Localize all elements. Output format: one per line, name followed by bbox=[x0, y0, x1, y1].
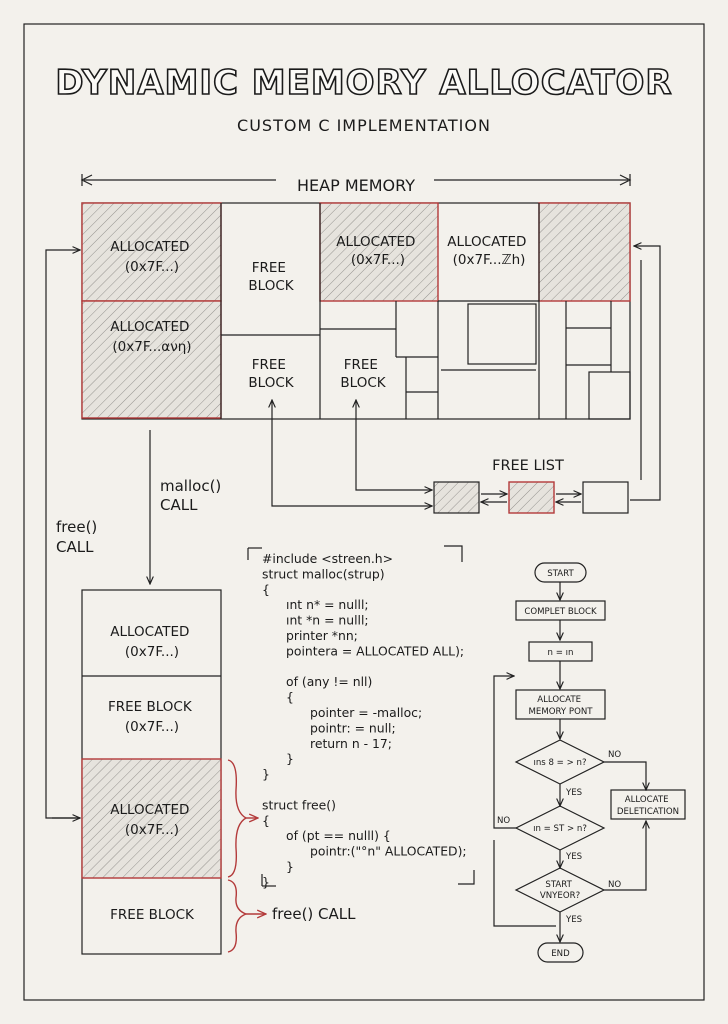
code-line: } bbox=[286, 751, 294, 766]
heap-memory-label: HEAP MEMORY bbox=[297, 176, 415, 195]
code-line: struct free() bbox=[262, 797, 336, 812]
free-list-links bbox=[272, 246, 661, 506]
code-line: } bbox=[262, 874, 270, 889]
free-call-bottom-label: free() CALL bbox=[272, 905, 356, 923]
code-bracket-marks bbox=[247, 545, 475, 887]
svg-text:ın = ST > n?: ın = ST > n? bbox=[533, 824, 587, 834]
code-line: { bbox=[262, 813, 270, 828]
svg-text:START VNYEOR?: START VNYEOR? bbox=[540, 880, 580, 901]
heap-free-3-label: FREE BLOCK bbox=[340, 357, 386, 391]
code-line: pointera = ALLOCATED ALL); bbox=[286, 643, 464, 658]
svg-text:NO: NO bbox=[608, 750, 621, 760]
free-list-label: FREE LIST bbox=[492, 458, 564, 474]
code-line: #include <streen.h> bbox=[262, 551, 393, 566]
page-border bbox=[23, 23, 705, 1001]
stack-block-2-label: FREE BLOCK (0x7F...) bbox=[108, 699, 196, 735]
code-line: ınt *n = nulll; bbox=[286, 613, 369, 628]
heap-allocated-block-5 bbox=[539, 203, 630, 301]
svg-text:YES: YES bbox=[565, 915, 582, 925]
heap-allocated-block-1 bbox=[82, 203, 221, 301]
stack-block-4-label: FREE BLOCK bbox=[110, 907, 195, 923]
heap-allocated-4-label: ALLOCATED (0x7F...ℤh) bbox=[447, 234, 531, 268]
left-free-path bbox=[45, 250, 80, 818]
svg-text:ALLOCATE DELETICATION: ALLOCATE DELETICATION bbox=[617, 795, 679, 817]
heap-allocated-block-3 bbox=[320, 203, 438, 301]
code-line: of (any != nll) bbox=[286, 674, 372, 689]
code-line: { bbox=[262, 582, 270, 597]
code-line: of (pt == nulll) { bbox=[286, 828, 391, 843]
code-line: return n - 17; bbox=[310, 736, 392, 751]
page-subtitle: CUSTOM C IMPLEMENTATION bbox=[237, 116, 491, 135]
flow-decision-3 bbox=[514, 867, 606, 913]
code-line: struct malloc(strup) bbox=[262, 566, 385, 581]
code-line: } bbox=[262, 767, 270, 782]
code-line: pointr:("°n" ALLOCATED); bbox=[310, 844, 467, 859]
code-block: #include <streen.h>struct malloc(strup){… bbox=[262, 551, 467, 889]
malloc-call-label: malloc() CALL bbox=[160, 477, 226, 514]
code-line: { bbox=[286, 690, 294, 705]
svg-text:COMPLET BLOCK: COMPLET BLOCK bbox=[524, 607, 597, 617]
code-line: } bbox=[286, 859, 294, 874]
heap-free-2-label: FREE BLOCK bbox=[248, 357, 294, 391]
free-list-node-1 bbox=[434, 482, 479, 513]
heap-dimension-arrow bbox=[80, 174, 632, 186]
svg-text:NO: NO bbox=[497, 816, 510, 826]
heap-grid bbox=[220, 203, 631, 420]
free-list-node-2 bbox=[509, 482, 554, 513]
red-braces bbox=[227, 759, 266, 953]
flow-end bbox=[537, 942, 584, 963]
stack-block-1-label: ALLOCATED (0x7F...) bbox=[110, 624, 194, 660]
code-line: printer *nn; bbox=[286, 628, 358, 643]
page-title: DYNAMIC MEMORY ALLOCATOR bbox=[55, 63, 672, 103]
svg-text:ALLOCATE MEMORY PONT: ALLOCATE MEMORY PONT bbox=[528, 695, 593, 717]
stack-allocated-hatched bbox=[82, 759, 221, 878]
free-call-label: free() CALL bbox=[56, 518, 102, 556]
svg-text:ıns 8 = > n?: ıns 8 = > n? bbox=[533, 758, 586, 768]
code-line: pointr: = null; bbox=[310, 720, 396, 735]
stack-block-3-label: ALLOCATED (0x7F...) bbox=[110, 802, 194, 838]
code-line: ınt n* = nulll; bbox=[286, 597, 369, 612]
svg-text:YES: YES bbox=[565, 788, 582, 798]
svg-text:YES: YES bbox=[565, 852, 582, 862]
heap-allocated-block-2 bbox=[82, 301, 221, 418]
free-list-node-3 bbox=[582, 481, 629, 514]
svg-text:NO: NO bbox=[608, 880, 621, 890]
heap-free-1-label: FREE BLOCK bbox=[248, 260, 294, 294]
heap-allocated-3-label: ALLOCATED (0x7F...) bbox=[336, 234, 420, 268]
svg-text:END: END bbox=[551, 949, 570, 959]
svg-text:START: START bbox=[547, 569, 574, 579]
code-line: pointer = -malloc; bbox=[310, 705, 422, 720]
heap-allocated-1-label: ALLOCATED (0x7F...) bbox=[110, 239, 194, 275]
heap-allocated-2-label: ALLOCATED (0x7F...ανη) bbox=[110, 319, 194, 355]
flowchart: START COMPLET BLOCK n = ın ALLOCATE MEMO… bbox=[493, 562, 686, 963]
flow-allocate-deletication bbox=[610, 789, 686, 820]
svg-text:n = ın: n = ın bbox=[548, 648, 574, 658]
